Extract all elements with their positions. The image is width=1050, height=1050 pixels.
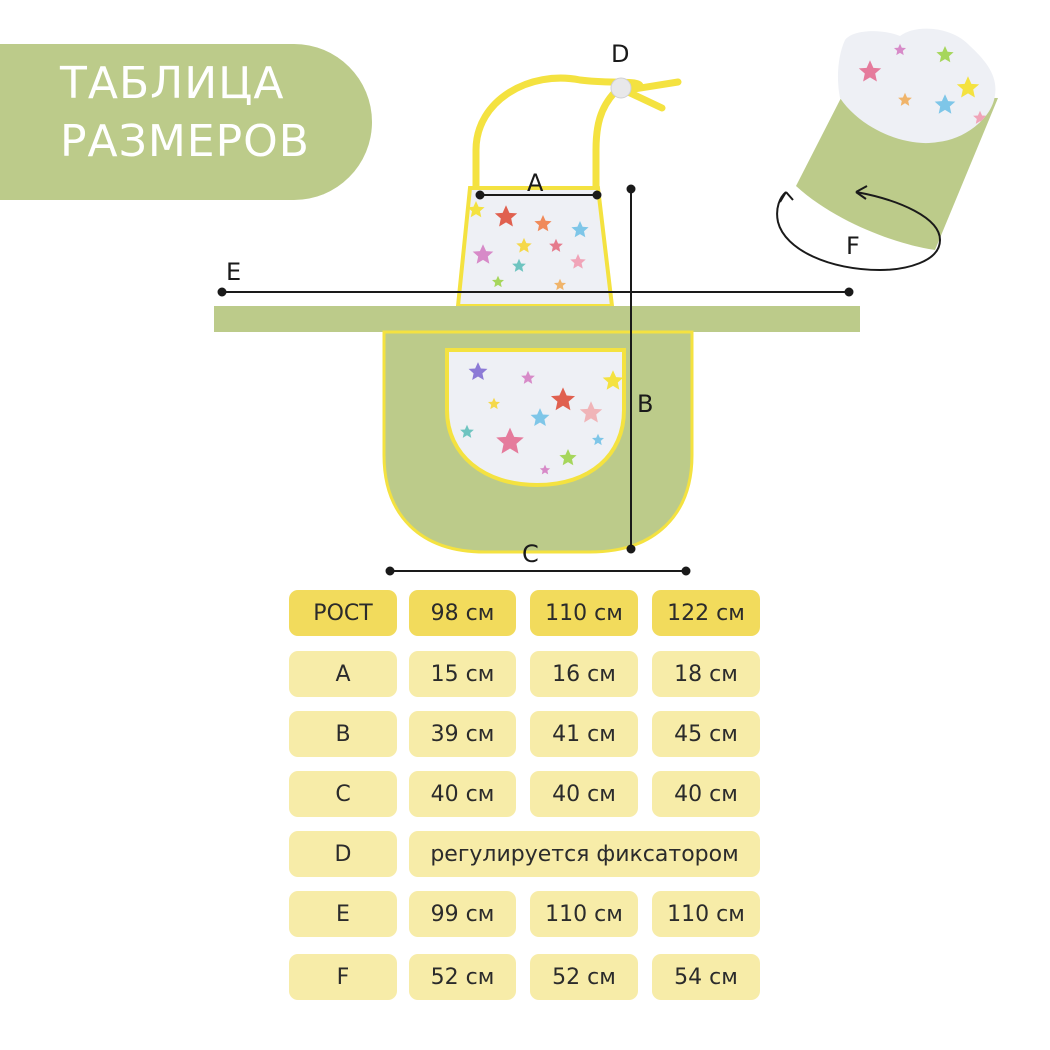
label-b: B <box>637 390 653 418</box>
dimension-e <box>217 287 854 297</box>
table-row-e-value-1: 99 см <box>409 891 516 937</box>
table-header-size-122: 122 см <box>652 590 760 636</box>
table-row-e-value-3: 110 см <box>652 891 760 937</box>
table-row-e-value-2: 110 см <box>530 891 638 937</box>
dimension-b <box>626 184 636 554</box>
label-e: E <box>226 258 241 286</box>
chef-hat-top <box>837 28 996 144</box>
bib-star-pattern <box>467 201 589 291</box>
table-row-f-value-1: 52 см <box>409 954 516 1000</box>
label-f: F <box>846 232 860 260</box>
apron-diagram: A B C D E F <box>214 28 998 576</box>
label-c: C <box>522 540 539 568</box>
table-header-size-110: 110 см <box>530 590 638 636</box>
pocket-star-pattern <box>460 362 624 475</box>
title-badge <box>0 44 372 200</box>
table-row-c-value-1: 40 см <box>409 771 516 817</box>
title-line-1: ТАБЛИЦА <box>60 58 285 109</box>
label-d: D <box>611 40 629 68</box>
strap-fastener <box>610 77 632 99</box>
table-header-label: РОСТ <box>289 590 397 636</box>
table-row-a-value-3: 18 см <box>652 651 760 697</box>
waist-band <box>214 306 860 332</box>
title-line-2: РАЗМЕРОВ <box>60 116 310 167</box>
table-row-e-key: E <box>289 891 397 937</box>
strap-tie-end-1 <box>624 78 682 94</box>
hat-star-pattern <box>858 43 987 124</box>
table-row-f-value-2: 52 см <box>530 954 638 1000</box>
dimension-c <box>385 566 691 576</box>
strap-tie-end-2 <box>624 88 666 112</box>
table-row-d-merged-value: регулируется фиксатором <box>409 831 760 877</box>
table-header-size-98: 98 см <box>409 590 516 636</box>
table-row-a-value-1: 15 см <box>409 651 516 697</box>
table-row-f-key: F <box>289 954 397 1000</box>
table-row-b-value-2: 41 см <box>530 711 638 757</box>
dimension-a <box>475 190 602 200</box>
table-row-f-value-3: 54 см <box>652 954 760 1000</box>
table-row-b-value-3: 45 см <box>652 711 760 757</box>
table-row-a-value-2: 16 см <box>530 651 638 697</box>
dimension-f-arrow <box>776 185 942 272</box>
label-a: A <box>527 169 544 197</box>
table-row-c-value-2: 40 см <box>530 771 638 817</box>
neck-strap-right <box>592 88 619 192</box>
table-row-d-key: D <box>289 831 397 877</box>
table-row-c-value-3: 40 см <box>652 771 760 817</box>
table-row-c-key: C <box>289 771 397 817</box>
apron-bib <box>455 186 615 308</box>
table-row-a-key: A <box>289 651 397 697</box>
table-row-b-key: B <box>289 711 397 757</box>
table-row-b-value-1: 39 см <box>409 711 516 757</box>
